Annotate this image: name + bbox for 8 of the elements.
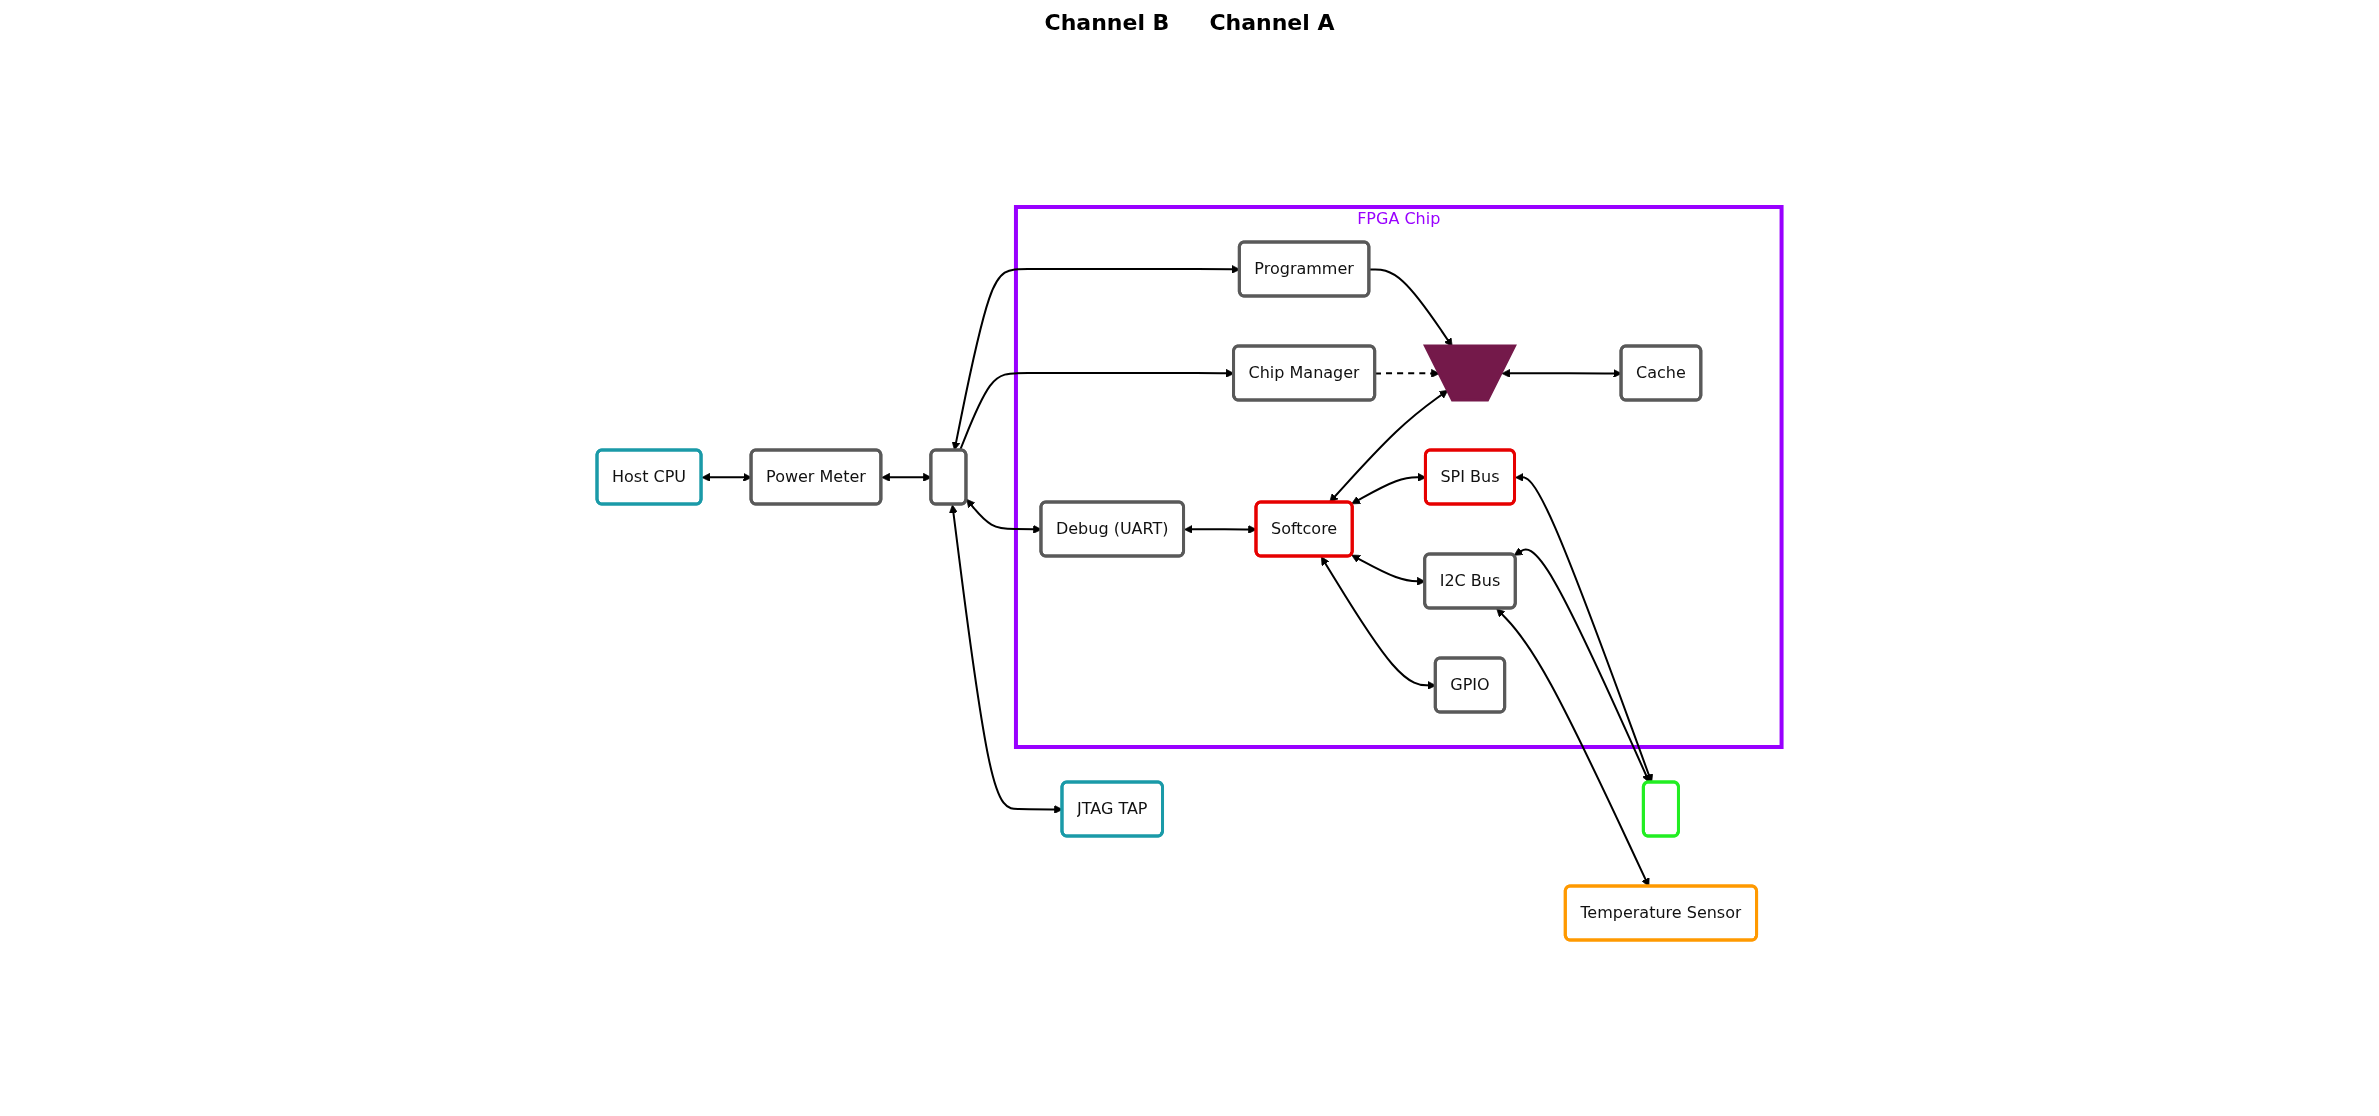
arrow (1514, 547, 1651, 783)
arrow (1496, 608, 1650, 887)
channel-label: Channel A (1209, 10, 1335, 35)
node-trapezoid (1423, 344, 1518, 402)
arrow (1515, 472, 1654, 783)
arrow (881, 472, 932, 482)
channel-label: Channel B (1044, 10, 1170, 35)
arrow (1329, 389, 1449, 503)
